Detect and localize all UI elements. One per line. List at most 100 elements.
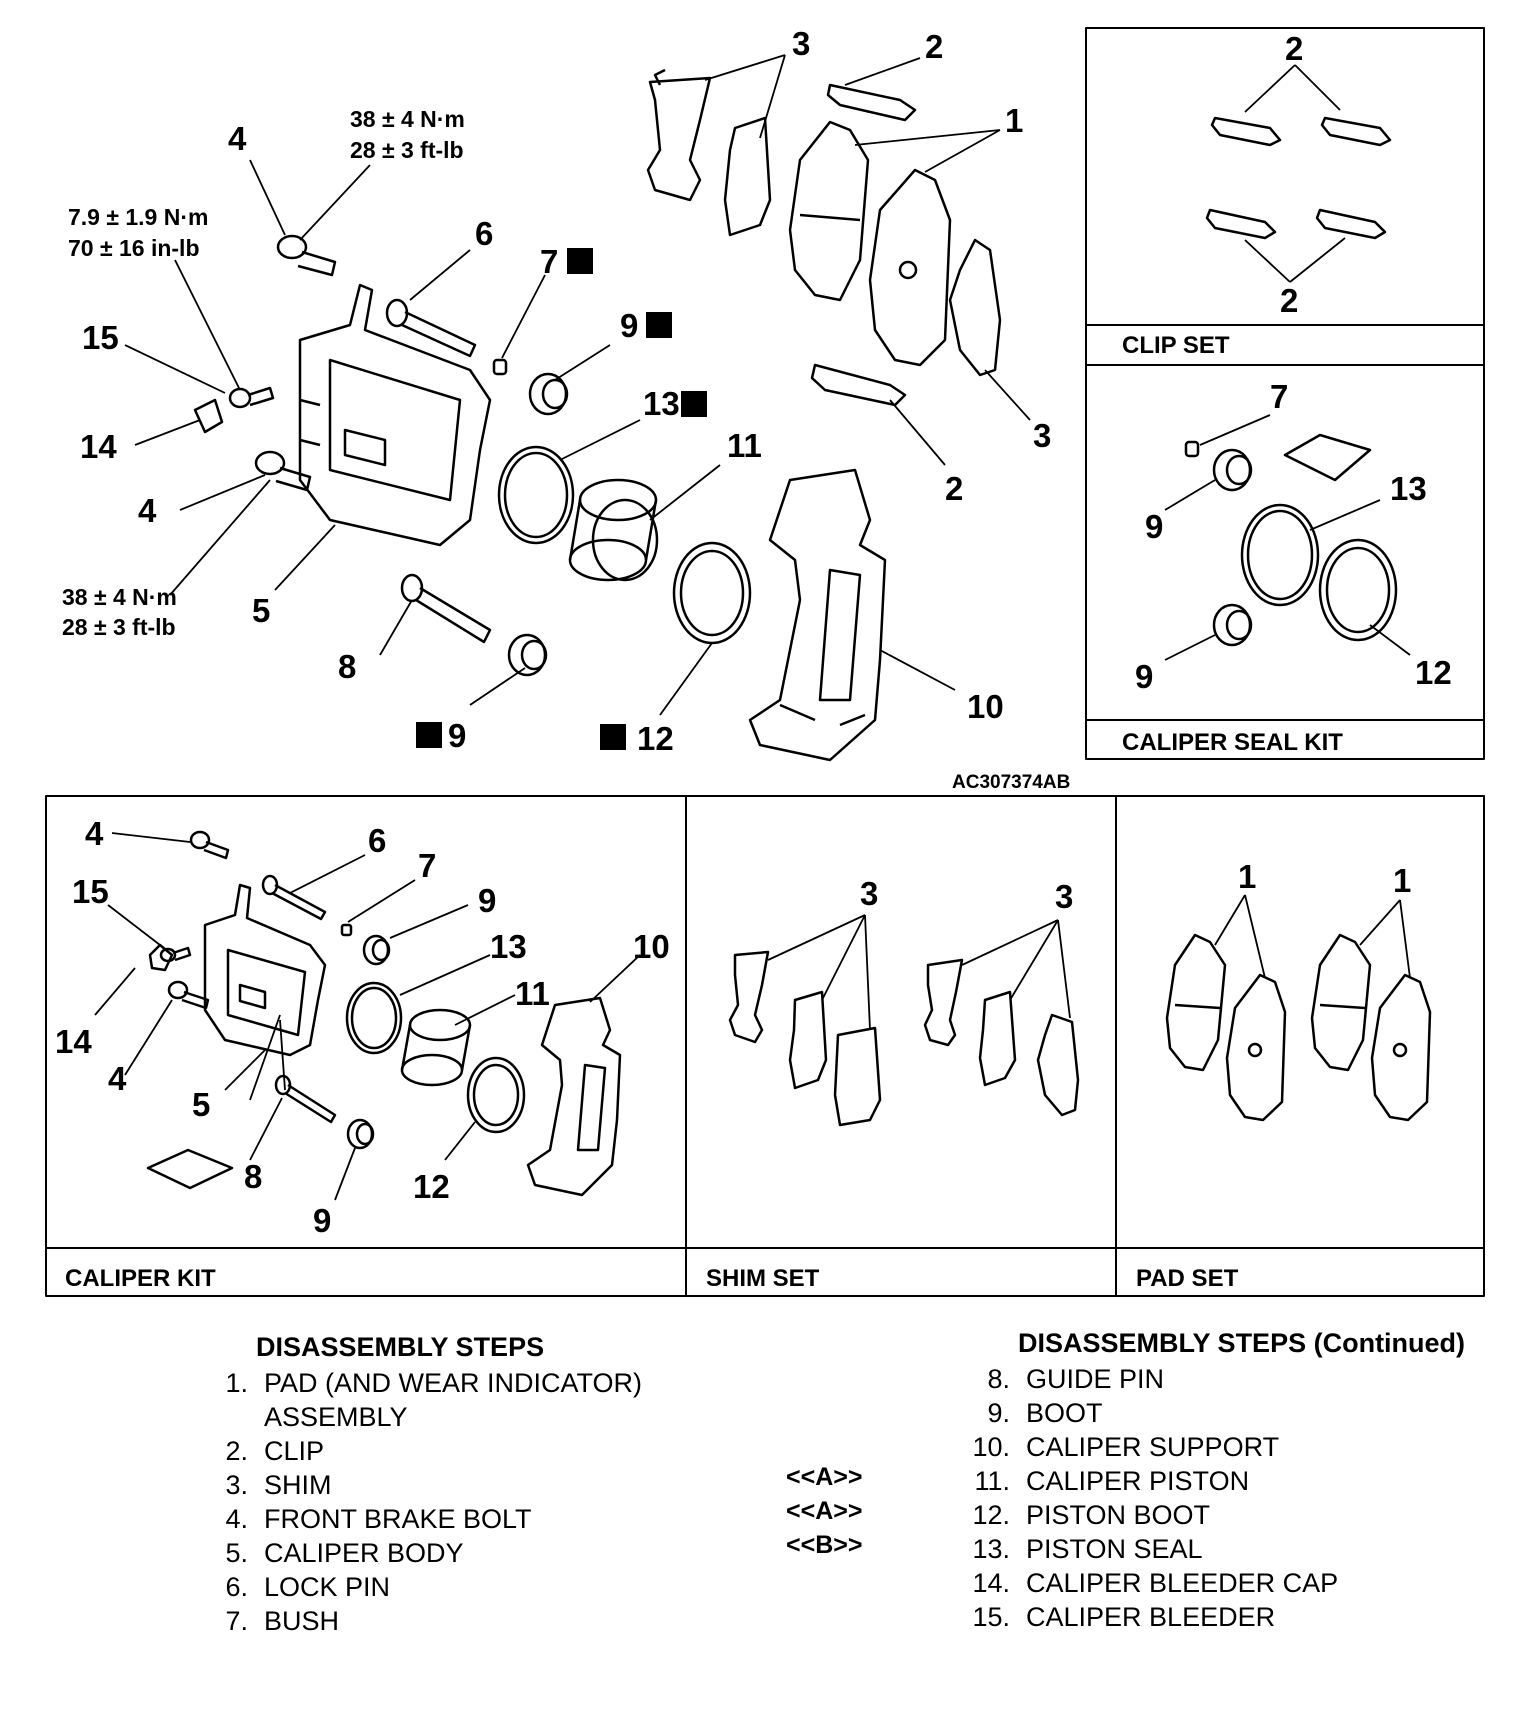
step-label: BOOT [1026, 1398, 1103, 1428]
caliper-kit-callout-10: 10 [633, 928, 670, 965]
callout-7: 7 [540, 243, 558, 280]
step-number: 11. [974, 1466, 1010, 1496]
callout-9-lower: 9 [448, 717, 466, 754]
step-label: PAD (AND WEAR INDICATOR) [264, 1368, 643, 1398]
step-label: CALIPER SUPPORT [1026, 1432, 1280, 1462]
step-number: 3. [225, 1470, 248, 1500]
callout-8: 8 [338, 648, 356, 685]
piston-boot-part [672, 541, 752, 645]
callout-9-upper: 9 [620, 307, 638, 344]
step-row: 13.PISTON SEAL [962, 1532, 1502, 1566]
step-label: CALIPER BLEEDER [1026, 1602, 1276, 1632]
caliper-kit-callout-7: 7 [418, 847, 436, 884]
callout-11: 11 [727, 427, 762, 464]
callout-15: 15 [82, 319, 119, 356]
callout-1: 1 [1005, 102, 1023, 139]
service-note-b-13: <<B>> [786, 1531, 863, 1559]
caliper-seal-kit-panel [1085, 364, 1485, 760]
pad-assembly-left-part [788, 120, 870, 302]
step-row: 8.GUIDE PIN [962, 1362, 1502, 1396]
step-row: 7. BUSH [200, 1604, 700, 1638]
callout-4-lower: 4 [138, 492, 157, 529]
step-label: CALIPER PISTON [1026, 1466, 1250, 1496]
caliper-kit-callout-4-upper: 4 [85, 815, 104, 852]
bleeder-part [228, 386, 275, 409]
step-row: 2. CLIP [200, 1434, 700, 1468]
step-row: 10. CALIPER SUPPORT [962, 1430, 1502, 1464]
step-label: CLIP [264, 1436, 325, 1466]
torque-lower-metric: 38 ± 4 N·m [62, 584, 177, 610]
seal-kit-callout-13: 13 [1390, 470, 1427, 507]
callout-3-upper: 3 [792, 25, 810, 62]
boot-upper-part [528, 372, 569, 416]
step-row: 15. CALIPER BLEEDER [962, 1600, 1502, 1634]
service-note-a-11: <<A>> [786, 1463, 863, 1491]
callout-6: 6 [475, 215, 493, 252]
step-label: BUSH [264, 1606, 340, 1636]
shim-set-callout-left: 3 [860, 875, 878, 912]
pad-set-title: PAD SET [1136, 1265, 1239, 1292]
service-note-a-12: <<A>> [786, 1497, 863, 1525]
step-number: 14. [972, 1568, 1010, 1598]
step-number: 8. [987, 1364, 1010, 1394]
bush-part [492, 358, 508, 376]
step-number: 7. [225, 1606, 248, 1636]
pad-set-callout-left: 1 [1238, 858, 1256, 895]
front-brake-bolt-upper-part [276, 234, 337, 277]
disassembly-steps-continued-heading: DISASSEMBLY STEPS (Continued) [1018, 1328, 1466, 1358]
caliper-kit-callout-5: 5 [192, 1086, 210, 1123]
pad-set-callout-right: 1 [1393, 862, 1411, 899]
step-row: 1.PAD (AND WEAR INDICATOR) [200, 1366, 700, 1400]
callout-4-upper: 4 [228, 120, 247, 157]
step-label: CALIPER BODY [264, 1538, 464, 1568]
caliper-kit-callout-14: 14 [55, 1023, 92, 1060]
lock-pin-part [385, 298, 477, 358]
shim-right-part [948, 238, 1002, 377]
step-row: 4.FRONT BRAKE BOLT [200, 1502, 700, 1536]
callout-2-upper: 2 [925, 28, 943, 65]
guide-pin-part [400, 573, 492, 644]
new-part-marks: N N N N N [416, 248, 707, 753]
caliper-kit-callout-8: 8 [244, 1158, 262, 1195]
boot-lower-part [507, 633, 548, 677]
callout-3-lower: 3 [1033, 417, 1051, 454]
disassembly-steps-heading: DISASSEMBLY STEPS [256, 1332, 545, 1362]
step-number: 2. [225, 1436, 248, 1466]
pad-set-panel [1115, 795, 1485, 1297]
caliper-support-part [748, 468, 887, 762]
caliper-piston-part [568, 478, 659, 582]
seal-kit-callout-9-upper: 9 [1145, 508, 1163, 545]
step-number: 9. [987, 1398, 1010, 1428]
shim-left-upper-part [646, 68, 712, 202]
piston-seal-part [497, 445, 575, 545]
step-label: CALIPER BLEEDER CAP [1026, 1568, 1339, 1598]
seal-kit-callout-7: 7 [1270, 378, 1288, 415]
clip-top-part [826, 83, 917, 122]
shim-set-callout-right: 3 [1055, 878, 1073, 915]
bleeder-cap-part [193, 398, 224, 434]
main-leader-lines [124, 54, 1031, 716]
callout-13: 13 [643, 385, 680, 422]
step-row: 14. CALIPER BLEEDER CAP [962, 1566, 1502, 1600]
clip-set-callout-bottom: 2 [1280, 282, 1298, 319]
shim-set-title: SHIM SET [706, 1265, 820, 1292]
step-row: 9. BOOT [962, 1396, 1502, 1430]
caliper-kit-callout-12: 12 [413, 1168, 450, 1205]
step-number: 15. [972, 1602, 1010, 1632]
step-number: 10. [972, 1432, 1010, 1462]
caliper-kit-callout-6: 6 [368, 822, 386, 859]
step-number: 12. [972, 1500, 1010, 1530]
step-row: 11. CALIPER PISTON [962, 1464, 1502, 1498]
torque-bleeder-metric: 7.9 ± 1.9 N·m [68, 204, 208, 230]
torque-bleeder-imperial: 70 ± 16 in-lb [68, 235, 200, 261]
new-mark-13: N [685, 393, 702, 420]
callout-10: 10 [967, 688, 1004, 725]
step-number: 5. [225, 1538, 248, 1568]
pad-assembly-right-part [868, 168, 952, 367]
caliper-kit-callout-9-lower: 9 [313, 1202, 331, 1239]
step-number: 6. [225, 1572, 248, 1602]
step-label: PISTON SEAL [1026, 1534, 1203, 1564]
new-mark-9-lower: N [420, 724, 437, 751]
caliper-kit-panel [45, 795, 687, 1297]
